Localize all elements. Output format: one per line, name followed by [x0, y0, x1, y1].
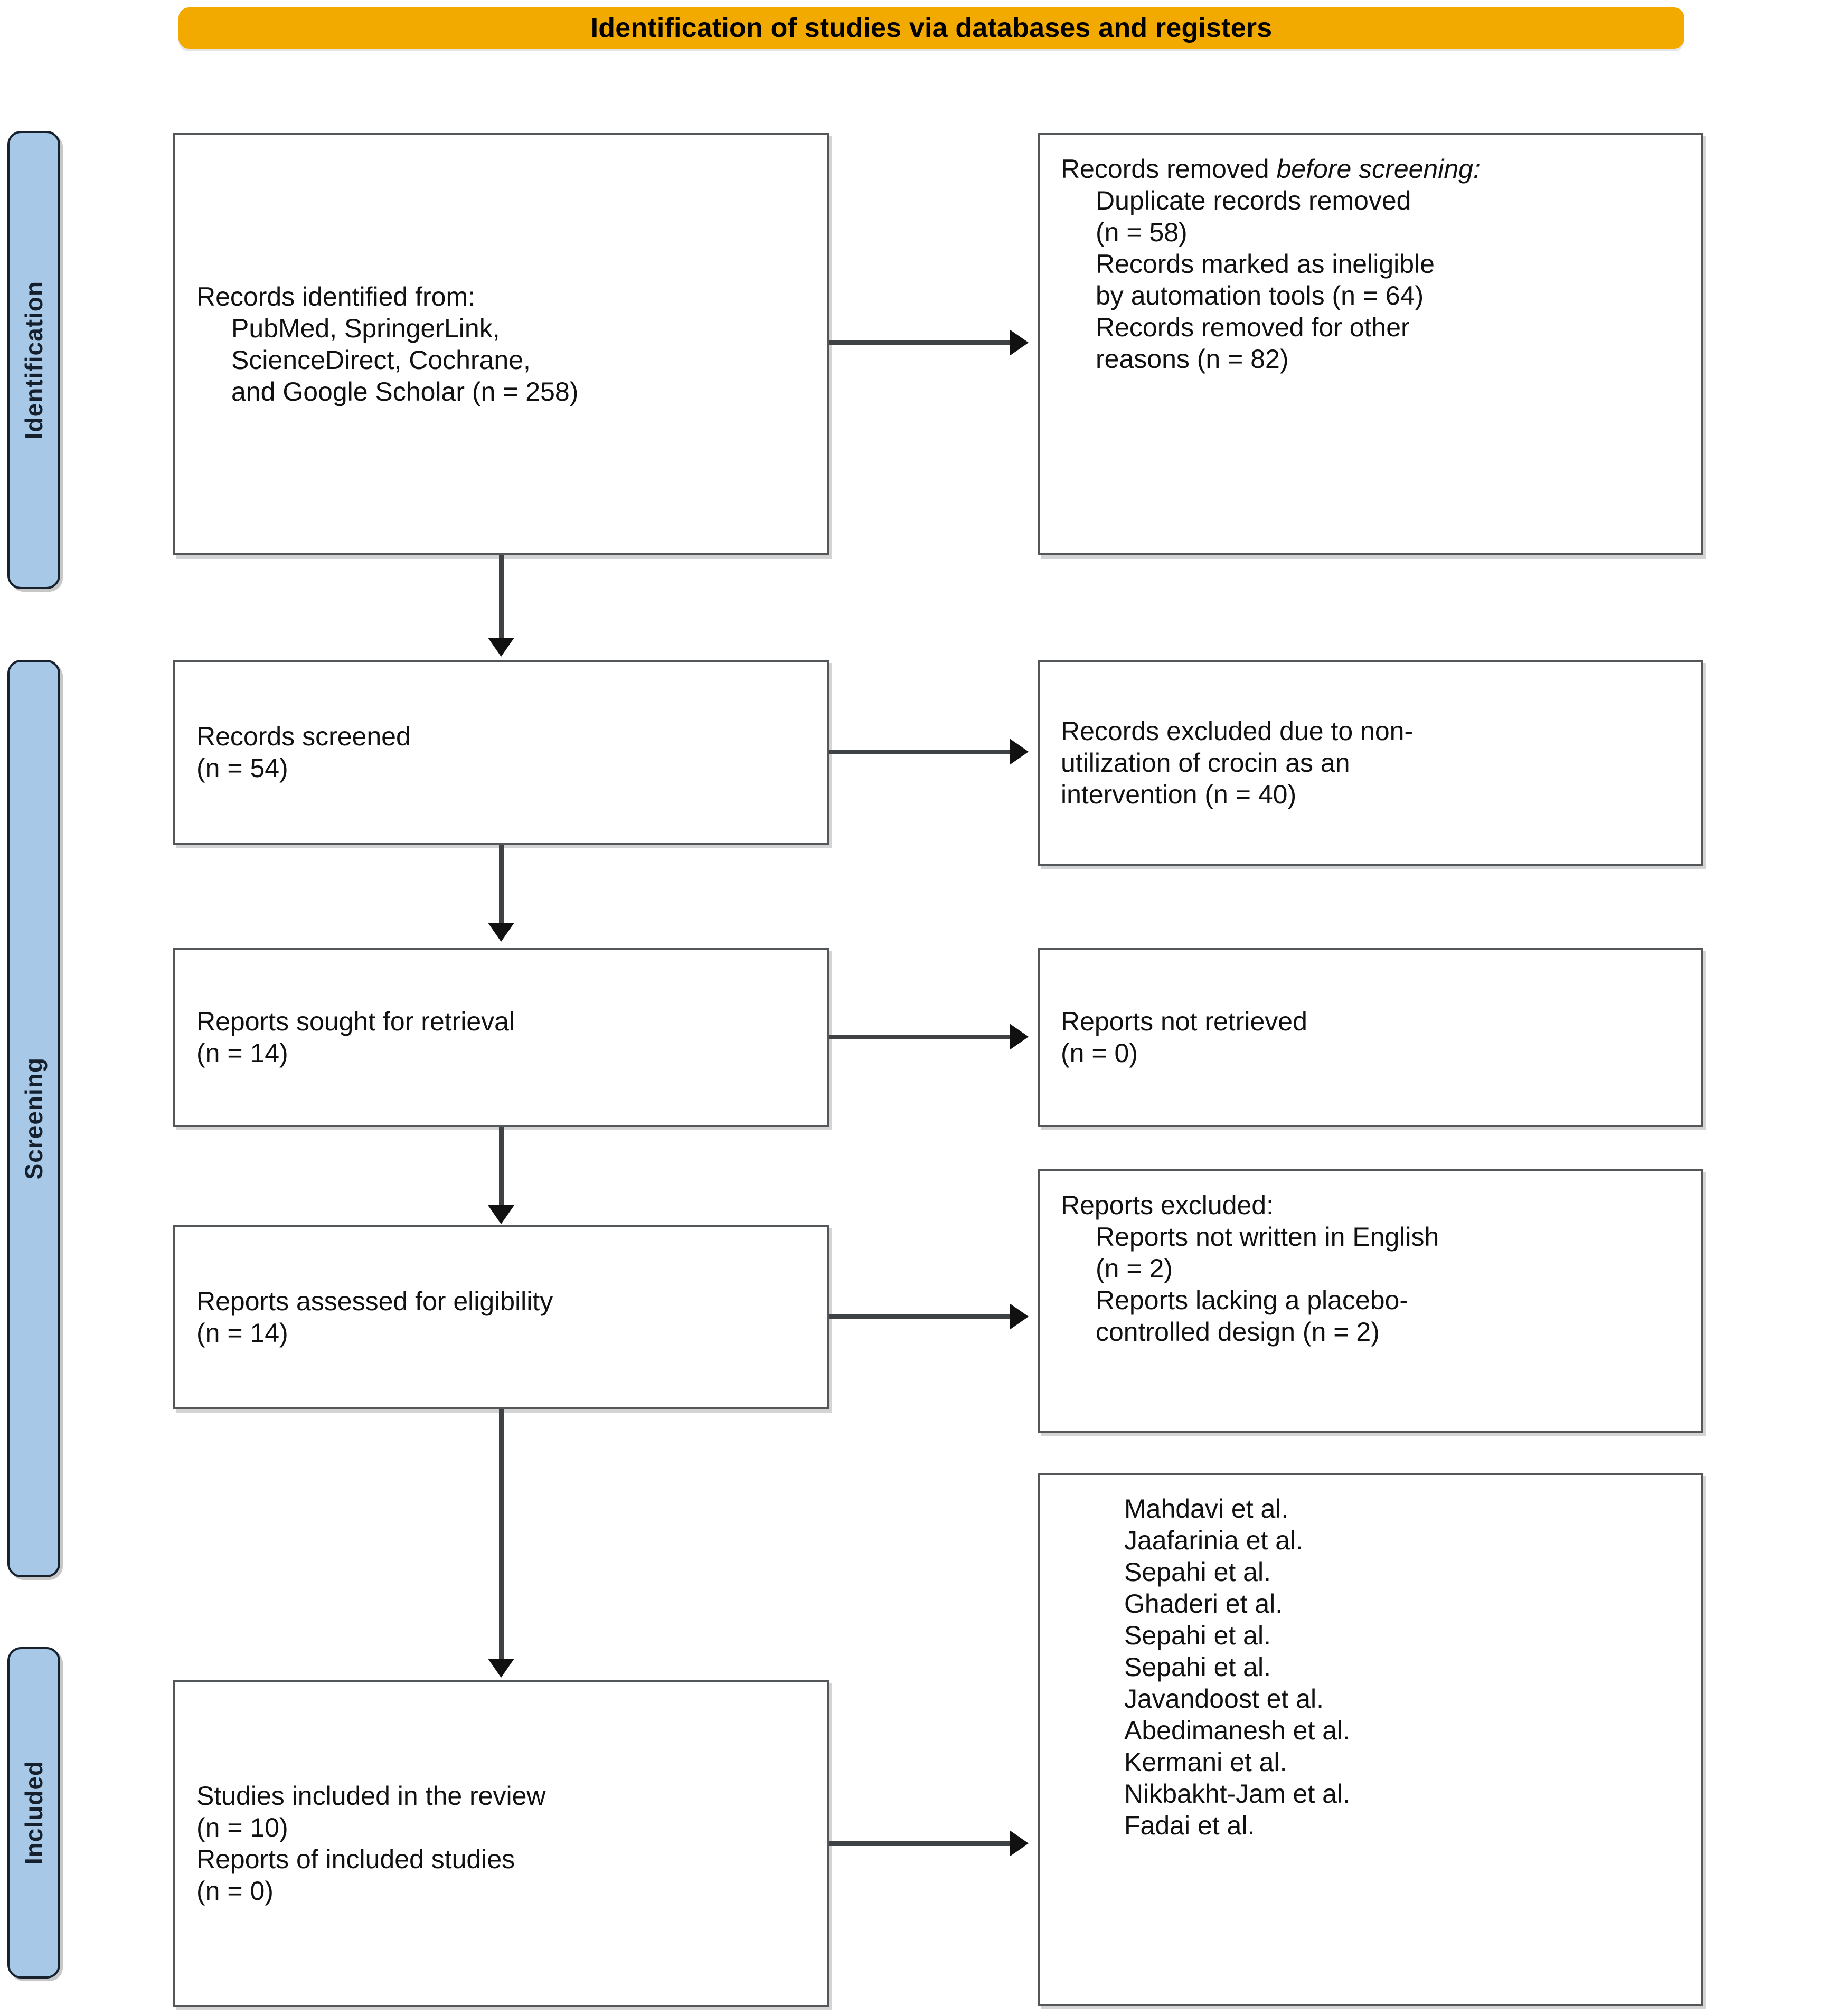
reports-sought-line-1: Reports sought for retrieval — [196, 1007, 515, 1036]
records-removed-line-4: by automation tools (n = 64) — [1096, 281, 1424, 310]
connector-screened-to-sought — [499, 845, 504, 924]
connector-assessed-to-reports-excluded — [829, 1314, 1011, 1319]
arrowhead-screened-to-sought — [488, 923, 514, 942]
records-screened-line-1: Records screened — [196, 722, 411, 751]
list-item: Jaafarinia et al. — [1124, 1526, 1304, 1555]
box-reports-excluded: Reports excluded: Reports not written in… — [1038, 1169, 1703, 1433]
reports-excluded-line-1: Reports not written in English — [1096, 1222, 1439, 1252]
box-reports-assessed: Reports assessed for eligibility (n = 14… — [173, 1225, 829, 1409]
studies-included-line-1: Studies included in the review — [196, 1781, 546, 1811]
stage-label-included: Included — [7, 1647, 60, 1979]
connector-identified-to-screened — [499, 555, 504, 640]
reports-assessed-line-2: (n = 14) — [196, 1318, 288, 1348]
stage-label-screening-text: Screening — [20, 1057, 48, 1180]
list-item: Ghaderi et al. — [1124, 1589, 1283, 1619]
list-item: Sepahi et al. — [1124, 1652, 1271, 1682]
list-item: Abedimanesh et al. — [1124, 1716, 1351, 1745]
list-item: Sepahi et al. — [1124, 1621, 1271, 1650]
studies-included-line-4: (n = 0) — [196, 1876, 274, 1906]
box-reports-sought: Reports sought for retrieval (n = 14) — [173, 948, 829, 1127]
reports-not-retrieved-line-1: Reports not retrieved — [1061, 1007, 1307, 1036]
reports-excluded-line-3: Reports lacking a placebo- — [1096, 1285, 1408, 1315]
arrowhead-identified-to-removed — [1010, 329, 1029, 356]
connector-included-to-study-list — [829, 1841, 1011, 1846]
list-item: Javandoost et al. — [1124, 1684, 1324, 1714]
box-records-identified: Records identified from: PubMed, Springe… — [173, 133, 829, 555]
records-identified-line-4: and Google Scholar (n = 258) — [231, 377, 579, 406]
connector-screened-to-excluded — [829, 750, 1011, 754]
connector-identified-to-removed — [829, 340, 1011, 345]
arrowhead-assessed-to-included — [488, 1659, 514, 1678]
records-identified-line-3: ScienceDirect, Cochrane, — [231, 345, 531, 375]
list-item: Fadai et al. — [1124, 1811, 1255, 1840]
box-records-screened: Records screened (n = 54) — [173, 660, 829, 845]
list-item: Nikbakht-Jam et al. — [1124, 1779, 1350, 1809]
records-removed-line-2: (n = 58) — [1096, 217, 1188, 247]
reports-excluded-heading: Reports excluded: — [1061, 1190, 1274, 1220]
records-excluded-line-3: intervention (n = 40) — [1061, 780, 1297, 809]
arrowhead-screened-to-excluded — [1010, 739, 1029, 765]
records-removed-line-1: Duplicate records removed — [1096, 186, 1411, 215]
records-identified-line-2: PubMed, SpringerLink, — [231, 314, 500, 343]
reports-excluded-line-2: (n = 2) — [1096, 1254, 1173, 1283]
stage-label-identification-text: Identification — [20, 280, 48, 440]
arrowhead-sought-to-assessed — [488, 1205, 514, 1224]
records-removed-heading: Records removed before screening: — [1061, 153, 1680, 185]
box-records-excluded: Records excluded due to non- utilization… — [1038, 660, 1703, 866]
arrowhead-identified-to-screened — [488, 638, 514, 657]
list-item: Mahdavi et al. — [1124, 1494, 1289, 1523]
stage-label-included-text: Included — [20, 1761, 48, 1865]
reports-sought-line-2: (n = 14) — [196, 1038, 288, 1068]
box-included-study-list: Mahdavi et al. Jaafarinia et al. Sepahi … — [1038, 1473, 1703, 2006]
records-removed-line-5: Records removed for other — [1096, 313, 1410, 342]
diagram-title: Identification of studies via databases … — [590, 13, 1273, 43]
records-screened-line-2: (n = 54) — [196, 753, 288, 783]
stage-label-identification: Identification — [7, 131, 60, 589]
records-excluded-line-2: utilization of crocin as an — [1061, 748, 1350, 778]
arrowhead-sought-to-not-retrieved — [1010, 1024, 1029, 1050]
arrowhead-included-to-study-list — [1010, 1830, 1029, 1857]
box-studies-included: Studies included in the review (n = 10) … — [173, 1680, 829, 2007]
reports-not-retrieved-line-2: (n = 0) — [1061, 1038, 1138, 1068]
arrowhead-assessed-to-reports-excluded — [1010, 1303, 1029, 1330]
diagram-title-banner: Identification of studies via databases … — [178, 7, 1684, 49]
studies-included-line-3: Reports of included studies — [196, 1844, 515, 1874]
connector-sought-to-assessed — [499, 1127, 504, 1206]
records-excluded-line-1: Records excluded due to non- — [1061, 716, 1414, 746]
reports-assessed-line-1: Reports assessed for eligibility — [196, 1286, 553, 1316]
records-removed-line-3: Records marked as ineligible — [1096, 249, 1435, 279]
box-records-removed-before-screening: Records removed before screening: Duplic… — [1038, 133, 1703, 555]
records-removed-line-6: reasons (n = 82) — [1096, 344, 1289, 374]
connector-sought-to-not-retrieved — [829, 1035, 1011, 1039]
studies-included-line-2: (n = 10) — [196, 1813, 288, 1842]
records-identified-line-1: Records identified from: — [196, 282, 476, 311]
box-reports-not-retrieved: Reports not retrieved (n = 0) — [1038, 948, 1703, 1127]
records-removed-heading-italic: before screening: — [1276, 154, 1481, 184]
reports-excluded-line-4: controlled design (n = 2) — [1096, 1317, 1380, 1347]
records-removed-heading-plain: Records removed — [1061, 154, 1277, 184]
list-item: Kermani et al. — [1124, 1747, 1287, 1777]
connector-assessed-to-included — [499, 1409, 504, 1660]
stage-label-screening: Screening — [7, 660, 60, 1577]
list-item: Sepahi et al. — [1124, 1557, 1271, 1587]
